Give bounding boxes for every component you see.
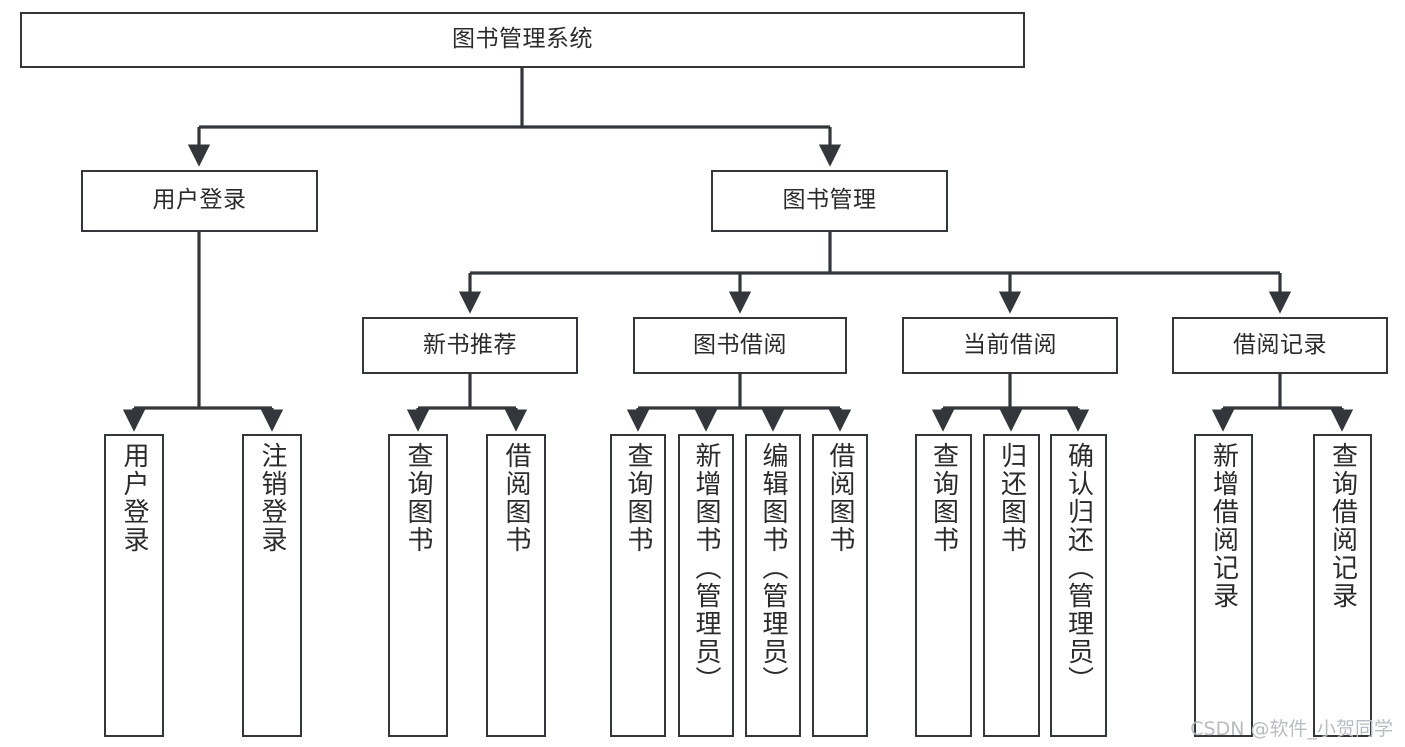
node-leaf-add-record[interactable]: 新增借阅记录	[1194, 434, 1253, 737]
node-leaf-query-book-1[interactable]: 查询图书	[388, 434, 448, 737]
node-new-book-rec[interactable]: 新书推荐	[362, 317, 578, 374]
node-leaf-query-book-2[interactable]: 查询图书	[610, 434, 666, 737]
node-book-manage-label: 图书管理	[782, 187, 877, 214]
node-leaf-return-book-label: 归还图书	[996, 442, 1027, 554]
node-leaf-query-book-1-label: 查询图书	[403, 442, 433, 554]
node-leaf-query-book-2-label: 查询图书	[623, 442, 653, 554]
node-user-login[interactable]: 用户登录	[81, 170, 318, 232]
csdn-watermark: CSDN @软件_小贺同学	[1190, 718, 1393, 740]
node-leaf-edit-book-label: 编辑图书（管理员）	[758, 442, 788, 694]
node-borrow-record[interactable]: 借阅记录	[1172, 317, 1388, 374]
node-current-borrow[interactable]: 当前借阅	[902, 317, 1118, 374]
node-leaf-confirm-return-label: 确认归还（管理员）	[1063, 442, 1094, 694]
node-leaf-query-book-3[interactable]: 查询图书	[915, 434, 972, 737]
node-root-label: 图书管理系统	[452, 26, 593, 53]
node-leaf-borrow-book-2[interactable]: 借阅图书	[812, 434, 868, 737]
node-root[interactable]: 图书管理系统	[20, 12, 1025, 68]
node-leaf-query-book-3-label: 查询图书	[928, 442, 959, 554]
node-borrow-record-label: 借阅记录	[1233, 331, 1327, 358]
node-leaf-user-login[interactable]: 用户登录	[104, 434, 164, 737]
node-leaf-add-record-label: 新增借阅记录	[1208, 442, 1239, 610]
node-book-borrow[interactable]: 图书借阅	[633, 317, 847, 374]
node-leaf-borrow-book-1[interactable]: 借阅图书	[486, 434, 546, 737]
node-leaf-user-logout[interactable]: 注销登录	[242, 434, 302, 737]
node-leaf-return-book[interactable]: 归还图书	[983, 434, 1040, 737]
node-leaf-edit-book[interactable]: 编辑图书（管理员）	[745, 434, 801, 737]
node-new-book-rec-label: 新书推荐	[423, 331, 517, 358]
node-leaf-query-record-label: 查询借阅记录	[1327, 442, 1358, 610]
node-leaf-borrow-book-2-label: 借阅图书	[825, 442, 855, 554]
node-leaf-add-book-label: 新增图书（管理员）	[691, 442, 721, 694]
node-user-login-label: 用户登录	[152, 187, 247, 214]
node-leaf-user-login-label: 用户登录	[119, 442, 149, 554]
node-leaf-confirm-return[interactable]: 确认归还（管理员）	[1050, 434, 1107, 737]
node-book-manage[interactable]: 图书管理	[711, 170, 948, 232]
node-current-borrow-label: 当前借阅	[963, 331, 1057, 358]
node-leaf-borrow-book-1-label: 借阅图书	[501, 442, 531, 554]
node-leaf-user-logout-label: 注销登录	[257, 442, 287, 554]
node-book-borrow-label: 图书借阅	[693, 331, 787, 358]
node-leaf-add-book[interactable]: 新增图书（管理员）	[678, 434, 734, 737]
node-leaf-query-record[interactable]: 查询借阅记录	[1313, 434, 1372, 737]
